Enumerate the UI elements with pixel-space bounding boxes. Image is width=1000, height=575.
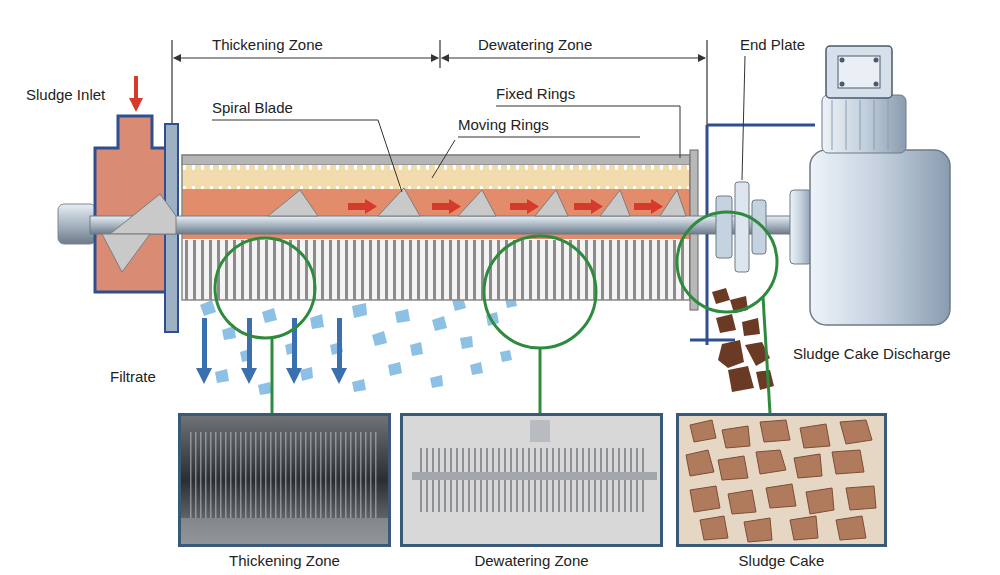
photo-caption: Sludge Cake [676, 552, 887, 570]
photo-caption: Dewatering Zone [400, 552, 663, 570]
photo-thickening [180, 415, 389, 545]
part-label: Fixed Rings [496, 85, 575, 103]
photo-panel: Dewatering Zone [400, 413, 663, 570]
flow-arrows [348, 199, 663, 214]
photo-panel: Thickening Zone [178, 413, 391, 570]
photo-sludge-cake [678, 415, 885, 545]
inlet-arrow [134, 76, 138, 100]
part-label: Spiral Blade [212, 99, 293, 117]
photo-frame [178, 413, 391, 547]
photo-dewatering [402, 415, 661, 545]
part-label: Filtrate [110, 368, 156, 386]
filtrate-droplets [200, 296, 517, 395]
part-label: End Plate [740, 36, 805, 54]
part-label: Sludge Inlet [26, 86, 105, 104]
photo-frame [676, 413, 887, 547]
zoom-callouts [215, 212, 777, 413]
photo-panel: Sludge Cake [676, 413, 887, 570]
part-label: Sludge Cake Discharge [793, 345, 951, 363]
dimension-lines [172, 40, 707, 160]
discharge-frame [690, 125, 815, 345]
part-label: Dewatering Zone [478, 36, 592, 54]
part-label: Thickening Zone [212, 36, 323, 54]
photo-frame [400, 413, 663, 547]
photo-caption: Thickening Zone [178, 552, 391, 570]
screw-shaft [90, 216, 820, 234]
leader-lines [212, 56, 745, 192]
spiral-blades [102, 188, 686, 272]
part-label: Moving Rings [458, 116, 549, 134]
inlet-arrow-head [129, 98, 143, 112]
end-plate [716, 182, 766, 272]
drive-motor [790, 46, 950, 325]
